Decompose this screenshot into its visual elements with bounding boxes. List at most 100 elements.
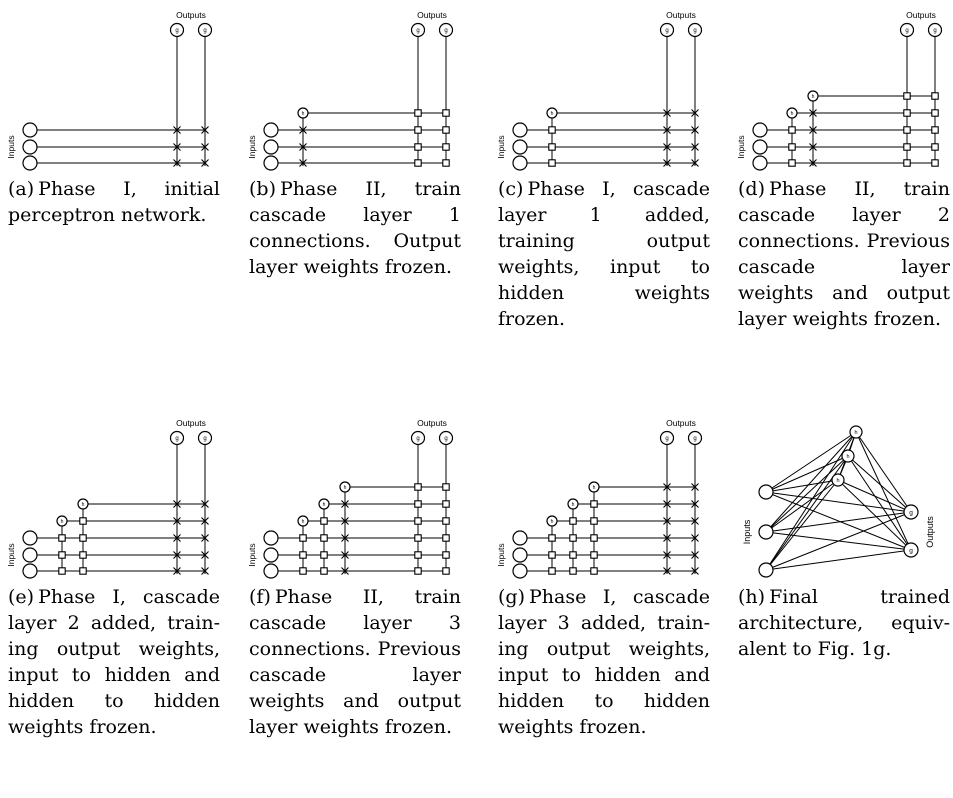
- trainable-weight-marker: [201, 143, 209, 151]
- trainable-weight-marker: [809, 109, 817, 117]
- frozen-weight-marker: [788, 126, 796, 134]
- caption-label: (h): [738, 586, 766, 608]
- trainable-weight-marker: [663, 500, 671, 508]
- input-node: [22, 547, 38, 563]
- frozen-weight-marker: [79, 534, 87, 542]
- output-node-label: g: [693, 28, 696, 34]
- output-node-label: g: [444, 436, 447, 442]
- frozen-weight-marker: [569, 551, 577, 559]
- frozen-weight-marker: [442, 483, 450, 491]
- frozen-weight-marker: [299, 551, 307, 559]
- trainable-weight-marker: [809, 159, 817, 167]
- input-node: [512, 530, 528, 546]
- input-node: [752, 122, 768, 138]
- input-node: [22, 122, 38, 138]
- trainable-weight-marker: [663, 109, 671, 117]
- trainable-weight-marker: [809, 126, 817, 134]
- hidden-node-label: h: [854, 430, 857, 436]
- trainable-weight-marker: [173, 500, 181, 508]
- output-node: [687, 22, 703, 38]
- connection: [765, 511, 912, 533]
- hidden-node: [831, 473, 845, 487]
- connection: [837, 479, 912, 513]
- trainable-weight-marker: [299, 126, 307, 134]
- frozen-weight-marker: [590, 534, 598, 542]
- trainable-weight-marker: [201, 567, 209, 575]
- trainable-weight-marker: [173, 517, 181, 525]
- input-node: [512, 139, 528, 155]
- trainable-weight-marker: [663, 534, 671, 542]
- outputs-label: Outputs: [666, 10, 696, 20]
- frozen-weight-marker: [58, 534, 66, 542]
- caption-h: (h)Final trained architecture, equiv­ale…: [738, 584, 950, 662]
- caption-text: Phase I, cascade layer 3 added, train­in…: [498, 586, 710, 738]
- frozen-weight-marker: [320, 567, 328, 575]
- frozen-weight-marker: [414, 517, 422, 525]
- frozen-weight-marker: [548, 143, 556, 151]
- trainable-weight-marker: [663, 517, 671, 525]
- frozen-weight-marker: [442, 517, 450, 525]
- hidden-node-label: h: [846, 454, 849, 460]
- hidden-node: [849, 425, 863, 439]
- input-node: [758, 484, 774, 500]
- input-node: [263, 122, 279, 138]
- frozen-weight-marker: [58, 567, 66, 575]
- input-node: [22, 155, 38, 171]
- caption-label: (c): [498, 178, 524, 200]
- connection: [855, 431, 912, 551]
- output-node: [659, 430, 675, 446]
- output-node: [438, 22, 454, 38]
- frozen-weight-marker: [414, 126, 422, 134]
- trainable-weight-marker: [201, 517, 209, 525]
- input-node: [22, 139, 38, 155]
- hidden-node-label: h: [61, 519, 64, 525]
- inputs-label: Inputs: [736, 135, 746, 158]
- frozen-weight-marker: [590, 567, 598, 575]
- frozen-weight-marker: [931, 159, 939, 167]
- connection: [855, 431, 912, 513]
- hidden-node: [297, 515, 309, 527]
- trainable-weight-marker: [691, 126, 699, 134]
- frozen-weight-marker: [442, 126, 450, 134]
- input-node: [752, 155, 768, 171]
- frozen-weight-marker: [79, 551, 87, 559]
- frozen-weight-marker: [548, 534, 556, 542]
- hidden-node-label: h: [551, 519, 554, 525]
- outputs-label: Outputs: [666, 418, 696, 428]
- frozen-weight-marker: [414, 534, 422, 542]
- trainable-weight-marker: [341, 517, 349, 525]
- trainable-weight-marker: [201, 159, 209, 167]
- trainable-weight-marker: [173, 159, 181, 167]
- frozen-weight-marker: [788, 159, 796, 167]
- hidden-node-label: h: [302, 111, 305, 117]
- trainable-weight-marker: [201, 500, 209, 508]
- frozen-weight-marker: [569, 567, 577, 575]
- frozen-weight-marker: [569, 517, 577, 525]
- caption-c: (c)Phase I, cascade layer 1 added, train…: [498, 176, 710, 332]
- hidden-node: [318, 498, 330, 510]
- outputs-label: Outputs: [417, 418, 447, 428]
- caption-text: Final trained architecture, equiv­alent …: [738, 586, 950, 660]
- trainable-weight-marker: [691, 534, 699, 542]
- frozen-weight-marker: [548, 567, 556, 575]
- input-node: [758, 524, 774, 540]
- trainable-weight-marker: [173, 551, 181, 559]
- input-node: [752, 139, 768, 155]
- trainable-weight-marker: [663, 551, 671, 559]
- frozen-weight-marker: [590, 500, 598, 508]
- output-node-label: g: [909, 509, 913, 516]
- output-node-label: g: [905, 28, 908, 34]
- hidden-node: [567, 498, 579, 510]
- caption-d: (d)Phase II, train cascade layer 2 conne…: [738, 176, 950, 332]
- trainable-weight-marker: [663, 483, 671, 491]
- hidden-node-label: h: [302, 519, 305, 525]
- frozen-weight-marker: [442, 143, 450, 151]
- output-node-label: g: [444, 28, 447, 34]
- output-node-label: g: [909, 547, 913, 554]
- trainable-weight-marker: [663, 126, 671, 134]
